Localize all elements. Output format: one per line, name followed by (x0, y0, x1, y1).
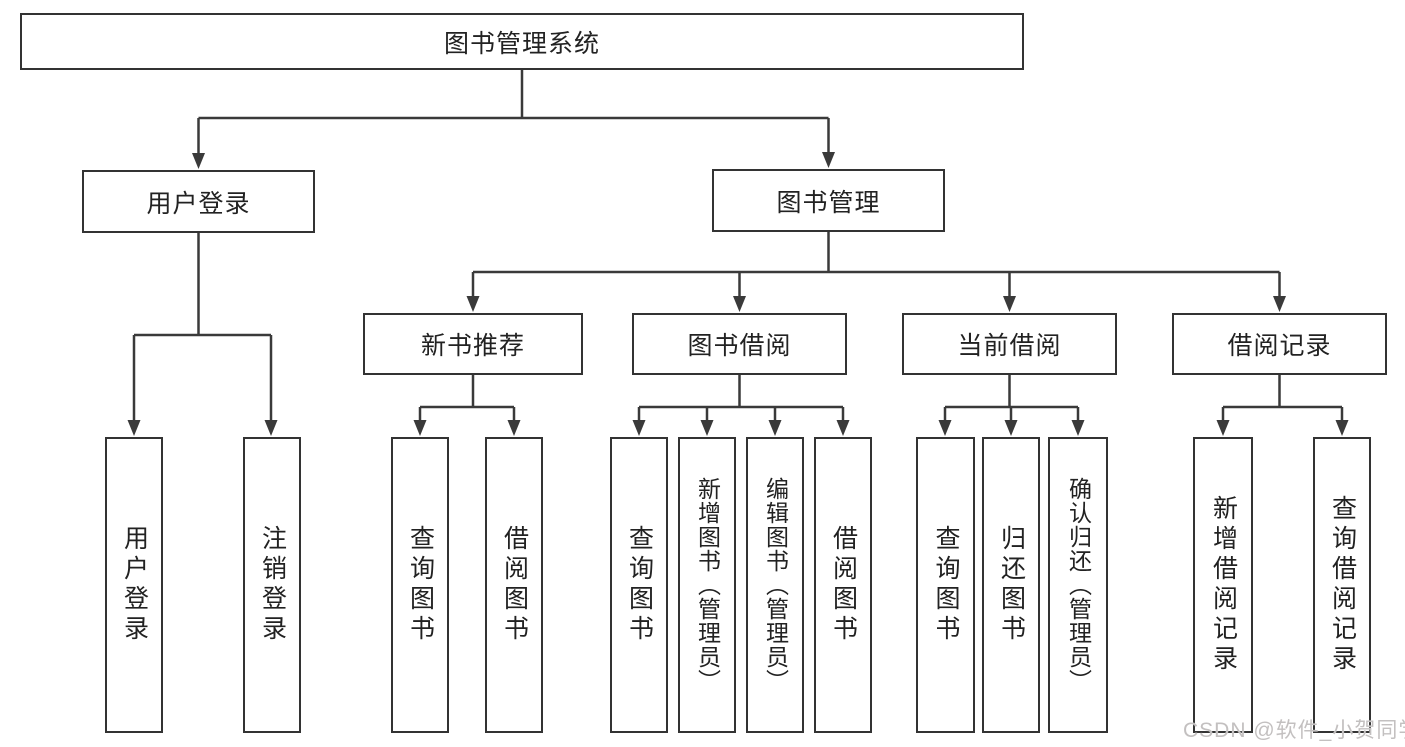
node-borrowing-records: 借阅记录 (1172, 313, 1387, 375)
leaf-query-books-recommend: 查询图书 (391, 437, 449, 733)
leaf-borrow-books-recommend: 借阅图书 (485, 437, 543, 733)
node-book-management-branch: 图书管理 (712, 169, 945, 232)
leaf-edit-books-admin: 编辑图书（管理员） (746, 437, 804, 733)
node-library-management-system: 图书管理系统 (20, 13, 1024, 70)
node-new-book-recommendation: 新书推荐 (363, 313, 583, 375)
leaf-query-books-current: 查询图书 (916, 437, 975, 733)
leaf-add-books-admin: 新增图书（管理员） (678, 437, 736, 733)
leaf-user-login: 用户登录 (105, 437, 163, 733)
node-current-borrowing: 当前借阅 (902, 313, 1117, 375)
leaf-logout: 注销登录 (243, 437, 301, 733)
leaf-confirm-return-admin: 确认归还（管理员） (1048, 437, 1108, 733)
arrowheads (127, 152, 1349, 436)
node-book-borrowing: 图书借阅 (632, 313, 847, 375)
leaf-query-books-borrow: 查询图书 (610, 437, 668, 733)
leaf-add-borrow-record: 新增借阅记录 (1193, 437, 1253, 733)
leaf-return-books: 归还图书 (982, 437, 1040, 733)
csdn-watermark: CSDN @软件_小贺同学 (1183, 719, 1405, 742)
leaf-borrow-books: 借阅图书 (814, 437, 872, 733)
node-user-login-branch: 用户登录 (82, 170, 315, 233)
leaf-query-borrow-record: 查询借阅记录 (1313, 437, 1371, 733)
